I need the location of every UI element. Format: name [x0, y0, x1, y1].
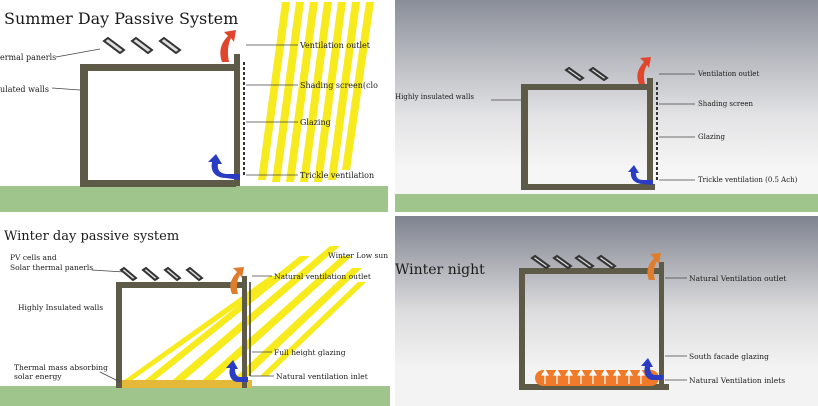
label-glazing: Glazing [698, 133, 725, 141]
roof-panels [530, 254, 617, 270]
label-natural-ventilation-outlet: Natural ventilation outlet [274, 272, 371, 281]
leader-lines [91, 269, 274, 383]
winter-day-title: Winter day passive system [4, 229, 179, 244]
label-ventilation-outlet: Ventilation outlet [299, 41, 371, 50]
warm-air-outlet-arrow [230, 267, 244, 294]
summer-night-panel: Highly insulated walls Ventilation outle… [395, 0, 818, 212]
winter-day-diagram: Winter day passive system PV cells and S… [0, 229, 390, 406]
roof-panels [564, 66, 609, 82]
thermal-panels [102, 36, 182, 55]
house-frame [80, 54, 240, 187]
warm-air-outlet-arrow [220, 30, 236, 62]
label-natural-ventilation-inlets: Natural Ventilation inlets [689, 376, 785, 385]
natural-ventilation-inlet-arrow [641, 358, 663, 380]
summer-night-diagram: Highly insulated walls Ventilation outle… [395, 57, 818, 212]
label-trickle-ventilation: Trickle ventilation (0.5 Ach) [698, 176, 798, 184]
winter-night-title: Winter night [395, 262, 485, 278]
label-trickle-ventilation: Trickle ventilation [300, 171, 374, 180]
leader-lines [665, 277, 687, 381]
leader-lines [491, 73, 695, 181]
ground [395, 194, 818, 212]
label-natural-ventilation-outlet: Natural Ventilation outlet [689, 274, 786, 283]
winter-night-panel: Winter night Natural Ventilation outlet … [395, 216, 818, 406]
label-thermal-mass-1: Thermal mass absorbing [14, 363, 108, 372]
winter-night-diagram: Winter night Natural Ventilation outlet … [395, 253, 786, 390]
warm-air-outlet-arrow [647, 253, 661, 280]
label-glazing: Glazing [300, 118, 331, 127]
summer-day-panel: Summer Day Passive System ermal panerls … [0, 0, 388, 212]
label-insulated-walls: ulated walls [0, 85, 49, 94]
sun-rays [258, 2, 374, 182]
label-natural-ventilation-inlet: Natural ventilation inlet [276, 372, 368, 381]
label-pv-cells: PV cells and [10, 253, 57, 262]
house-frame [519, 262, 669, 390]
sun-rays [116, 246, 366, 386]
ground [0, 186, 388, 212]
roof-panels [119, 266, 204, 282]
label-thermal-mass-2: solar energy [14, 372, 62, 381]
label-shading-screen: Shading screen(clo [300, 81, 378, 90]
label-insulated-walls: Highly insulated walls [395, 93, 474, 101]
ground [0, 386, 390, 406]
label-insulated-walls: Highly Insulated walls [18, 303, 103, 312]
label-winter-sun: Winter Low sun [328, 251, 388, 260]
warm-air-outlet-arrow [637, 57, 651, 84]
natural-ventilation-inlet-arrow [226, 360, 248, 382]
label-thermal-panels: ermal panerls [0, 53, 56, 62]
label-full-height-glazing: Full height glazing [274, 348, 346, 357]
house-frame [521, 78, 655, 190]
trickle-ventilation-arrow [628, 165, 653, 185]
winter-day-panel: Winter day passive system PV cells and S… [0, 216, 390, 406]
label-south-facade-glazing: South facade glazing [689, 352, 769, 361]
label-solar-panels: Solar thermal panerls [10, 263, 93, 272]
leader-lines [51, 44, 298, 176]
house-frame [116, 276, 247, 388]
trickle-ventilation-arrow [208, 154, 240, 180]
label-ventilation-outlet: Ventilation outlet [697, 70, 759, 78]
heat-arrows [540, 368, 646, 384]
label-shading-screen: Shading screen [698, 100, 754, 108]
summer-day-diagram: Summer Day Passive System ermal panerls … [0, 2, 388, 212]
summer-day-title: Summer Day Passive System [4, 9, 238, 28]
thermal-mass-floor [116, 380, 252, 388]
